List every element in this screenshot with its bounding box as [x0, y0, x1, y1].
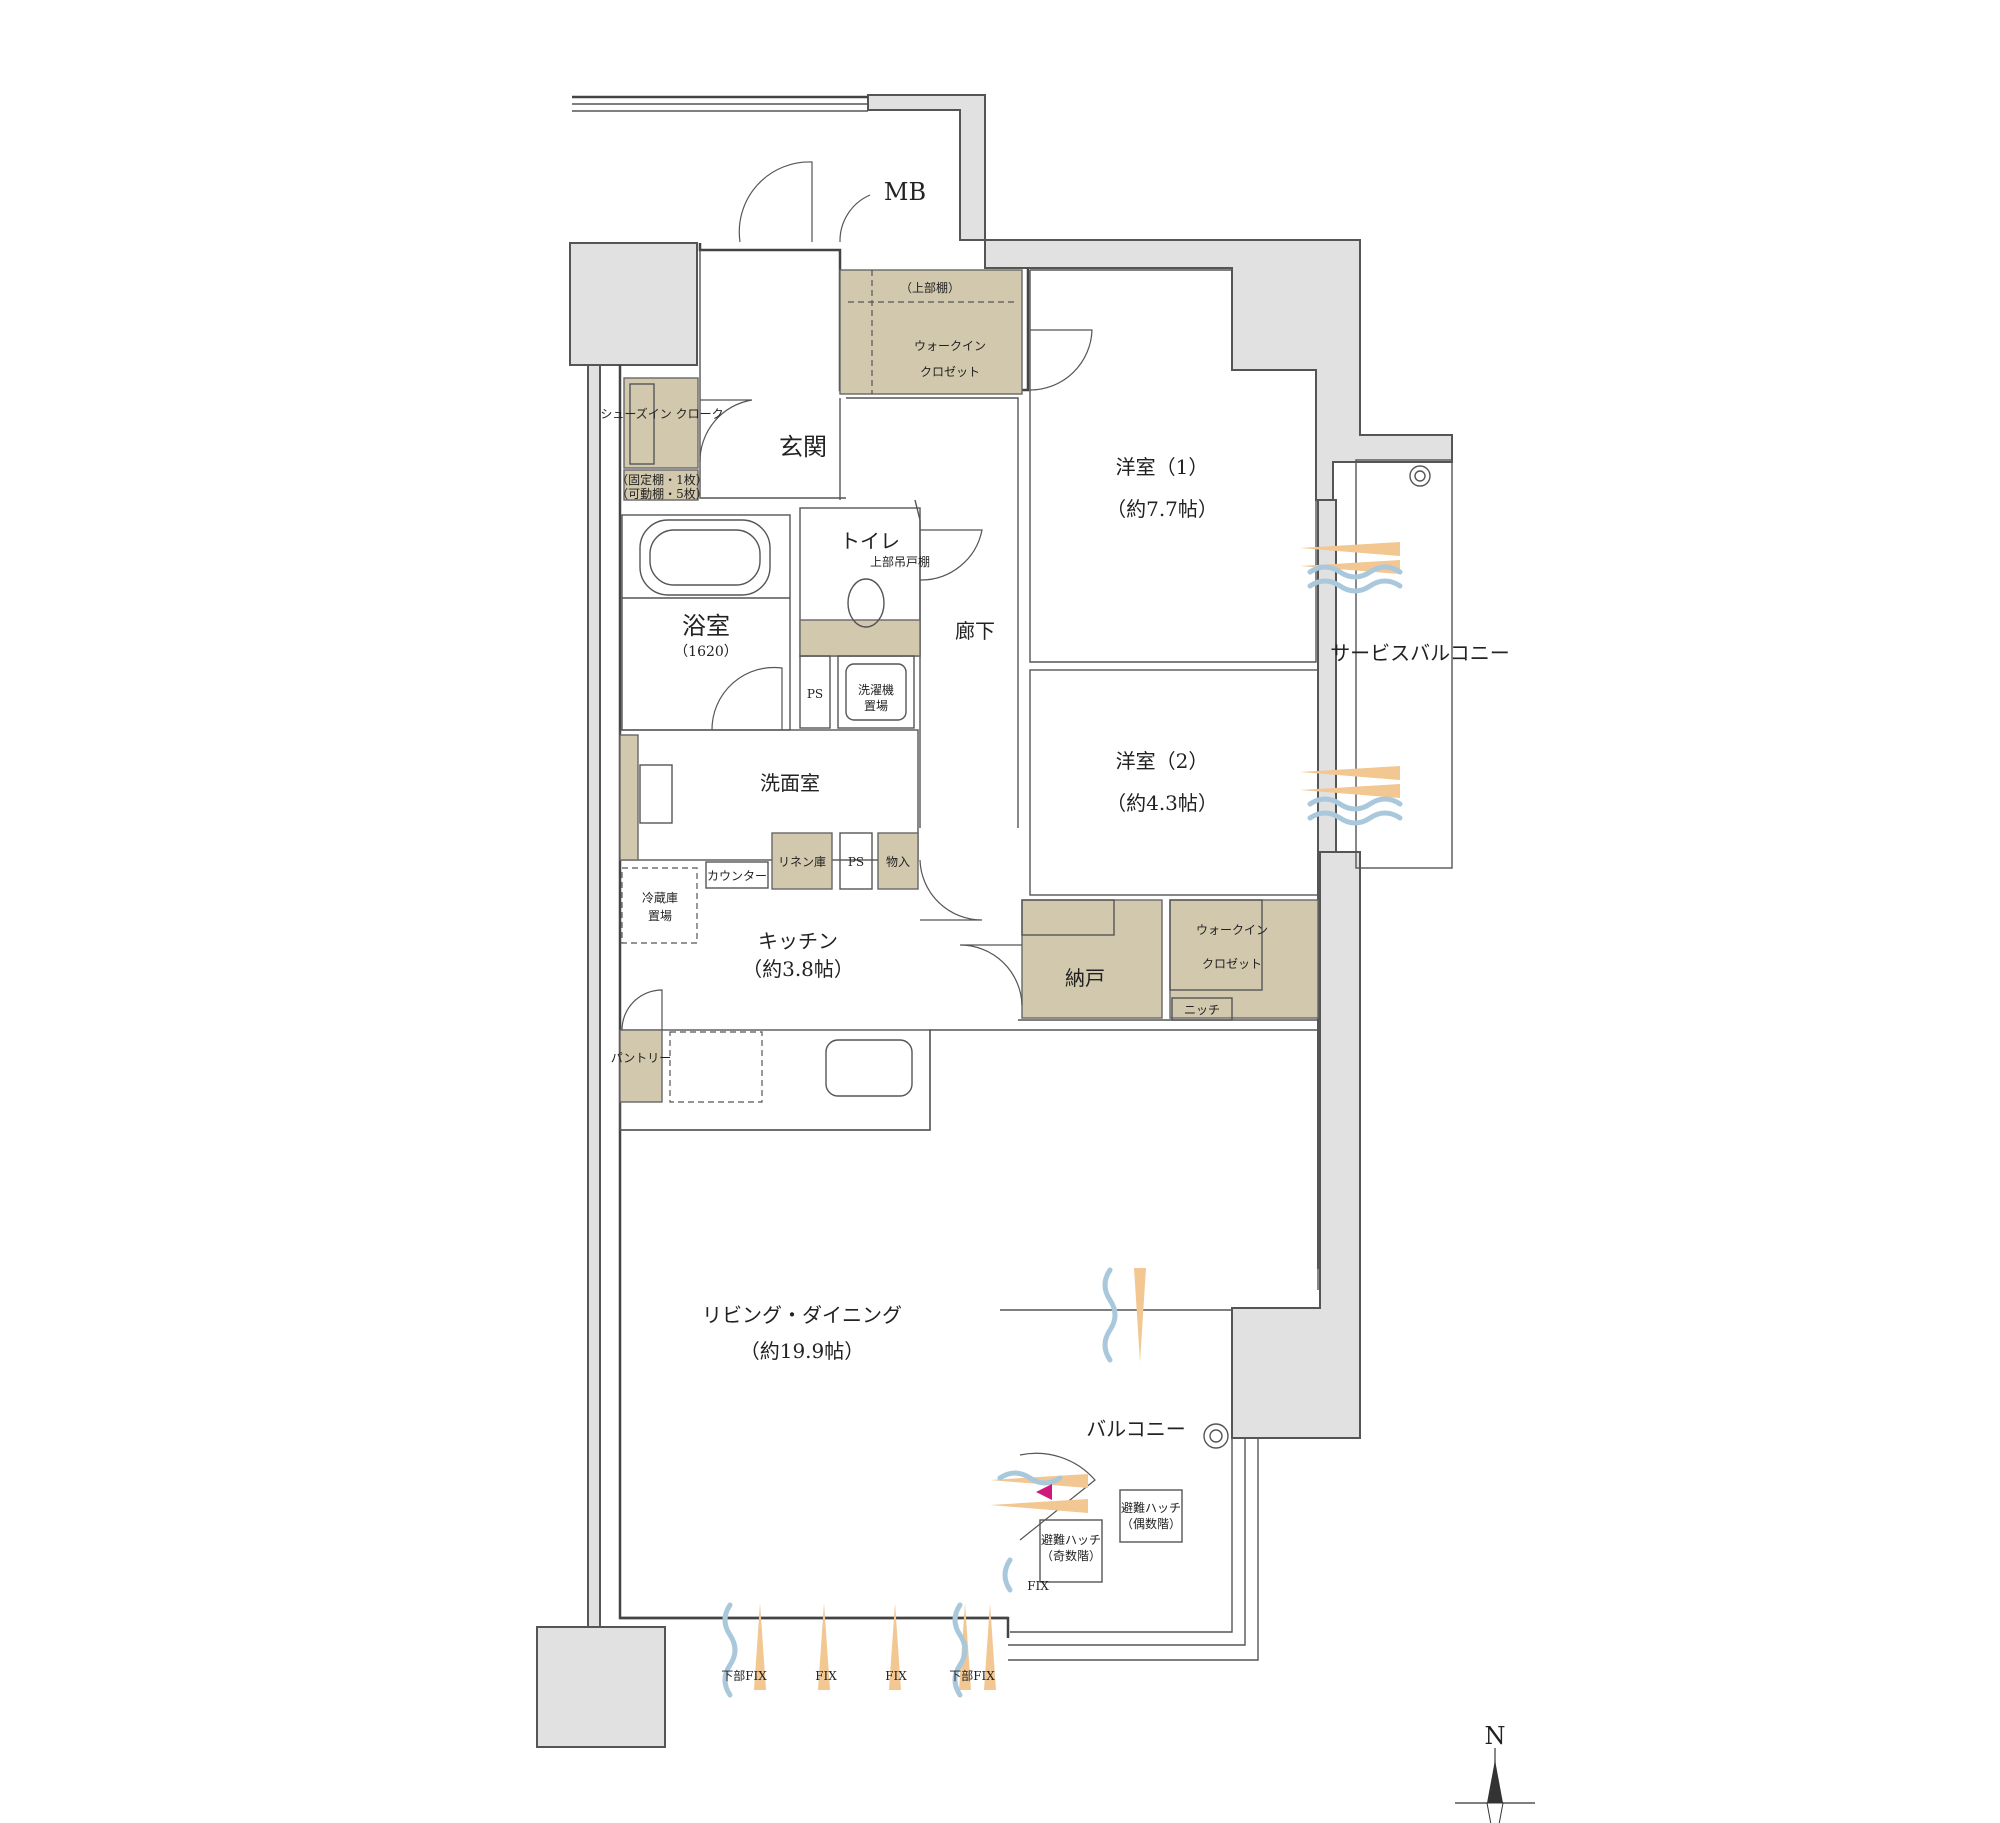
label-escape-hatch-even-2: （偶数階）	[1121, 1516, 1181, 1531]
label-north: N	[1485, 1722, 1506, 1750]
north-compass-icon	[1455, 1748, 1535, 1823]
label-entrance: 玄関	[779, 433, 827, 461]
label-walkin-closet-3: ウォークイン	[1196, 923, 1268, 937]
labels: MB 玄関 （上部棚） ウォークイン クロゼット 洋室（1） （約7.7帖） 洋…	[600, 178, 1509, 1750]
label-escape-hatch-odd-1: 避難ハッチ	[1041, 1532, 1101, 1547]
label-shoes-in-cloak: シューズイン クローク	[600, 406, 723, 421]
marker-arrow	[1036, 1484, 1052, 1500]
label-balcony: バルコニー	[1086, 1417, 1186, 1441]
label-fix-1: FIX	[815, 1669, 837, 1683]
label-pantry: パントリー	[611, 1051, 672, 1065]
label-western-room-1-size: （約7.7帖）	[1106, 497, 1218, 521]
label-bathroom-size: （1620）	[674, 644, 738, 660]
label-washer-space-1: 洗濯機	[858, 682, 894, 697]
pantry-box	[619, 1029, 663, 1103]
label-kitchen-size: （約3.8帖）	[742, 957, 854, 981]
label-washer-space-2: 置場	[864, 699, 888, 713]
ventilation-marks	[722, 542, 1403, 1698]
linen-closet-box	[771, 832, 833, 890]
label-shelf-note-1: （固定棚・1枚）	[616, 472, 708, 487]
label-fix-2: FIX	[885, 1669, 907, 1683]
label-storage: 物入	[886, 855, 910, 869]
label-fix-side: FIX	[1027, 1579, 1049, 1593]
label-ps-1: PS	[807, 687, 823, 701]
label-fridge-space-2: 置場	[648, 909, 672, 923]
label-shelf-note-2: （可動棚・5枚）	[616, 486, 708, 501]
label-bathroom: 浴室	[682, 612, 730, 640]
label-hallway: 廊下	[955, 619, 995, 643]
storeroom-box	[1021, 899, 1163, 1019]
label-upper-shelf: （上部棚）	[900, 280, 960, 295]
label-lower-fix-1: 下部FIX	[721, 1668, 767, 1683]
label-lower-fix-2: 下部FIX	[949, 1668, 995, 1683]
label-ps-2: PS	[848, 855, 864, 869]
label-upper-hanging-cabinet: 上部吊戸棚	[870, 554, 930, 569]
label-linen-closet: リネン庫	[778, 855, 826, 869]
label-living-dining-size: （約19.9帖）	[740, 1339, 865, 1363]
label-walkin-closet-2: クロゼット	[920, 365, 980, 379]
label-western-room-2-size: （約4.3帖）	[1106, 791, 1218, 815]
label-mb: MB	[884, 178, 926, 206]
shoes-in-cloak-box	[623, 377, 699, 469]
label-western-room-1: 洋室（1）	[1116, 455, 1209, 479]
label-counter: カウンター	[707, 869, 767, 883]
walkin-closet-top	[839, 269, 1023, 395]
label-western-room-2: 洋室（2）	[1116, 749, 1209, 773]
label-walkin-closet-1: ウォークイン	[914, 339, 986, 353]
label-living-dining: リビング・ダイニング	[702, 1303, 902, 1327]
label-escape-hatch-even-1: 避難ハッチ	[1121, 1500, 1181, 1515]
label-storeroom: 納戸	[1065, 966, 1105, 990]
label-kitchen: キッチン	[758, 929, 838, 953]
label-washroom: 洗面室	[760, 771, 820, 795]
label-service-balcony: サービスバルコニー	[1330, 641, 1510, 665]
room-outlines	[619, 250, 1453, 1661]
label-walkin-closet-4: クロゼット	[1202, 957, 1262, 971]
label-toilet: トイレ	[840, 529, 900, 553]
label-escape-hatch-odd-2: （奇数階）	[1041, 1548, 1101, 1563]
doors	[621, 161, 1096, 1541]
label-niche: ニッチ	[1184, 1003, 1220, 1017]
label-fridge-space-1: 冷蔵庫	[642, 891, 678, 905]
